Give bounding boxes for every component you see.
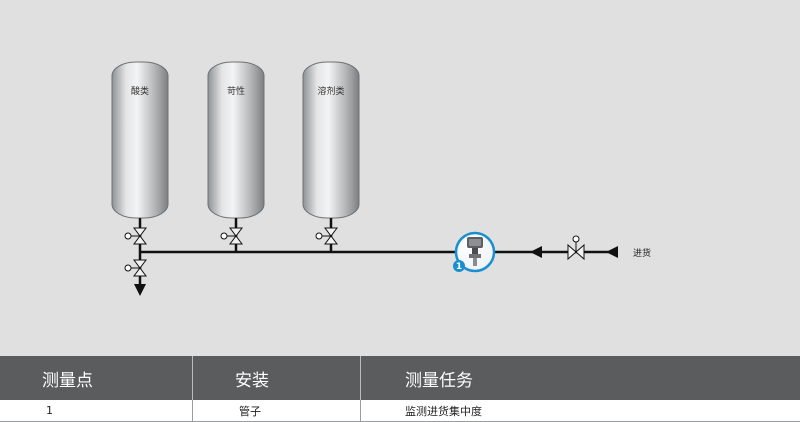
valve-solvent[interactable]: [315, 227, 338, 245]
cell-measuring-point: 1: [0, 400, 193, 421]
tank-caustic: 苛性: [207, 61, 265, 219]
table-row: 1 管子 监测进货集中度: [0, 400, 800, 422]
inlet-arrow-icon: [606, 246, 618, 258]
cell-measuring-task: 监测进货集中度: [405, 404, 482, 418]
measurement-table: 测量点 安装 测量任务 1 管子 监测进货集中度: [0, 356, 800, 422]
header-measuring-task: 测量任务: [405, 370, 473, 391]
table-header: 测量点 安装 测量任务: [0, 356, 800, 400]
svg-text:1: 1: [456, 262, 462, 272]
valve-acid[interactable]: [124, 227, 147, 245]
header-installation: 安装: [193, 356, 361, 400]
measuring-instrument[interactable]: [454, 231, 496, 273]
tank-label-acid: 酸类: [131, 85, 149, 97]
drain-arrow-icon: [134, 284, 146, 296]
inlet-valve[interactable]: [567, 235, 585, 261]
tank-label-caustic: 苛性: [227, 85, 245, 97]
cell-installation: 管子: [193, 400, 361, 421]
valve-drain[interactable]: [124, 259, 147, 277]
tank-label-solvent: 溶剂类: [317, 85, 344, 97]
tank-solvent: 溶剂类: [302, 61, 360, 219]
inlet-label: 进货: [633, 247, 651, 259]
flow-arrow-icon: [530, 246, 542, 258]
valve-caustic[interactable]: [220, 227, 243, 245]
process-diagram: 酸类 苛性 溶剂类: [111, 61, 651, 296]
header-measuring-point: 测量点: [0, 356, 193, 400]
measuring-point-badge: 1: [453, 260, 465, 272]
tank-acid: 酸类: [111, 61, 169, 219]
